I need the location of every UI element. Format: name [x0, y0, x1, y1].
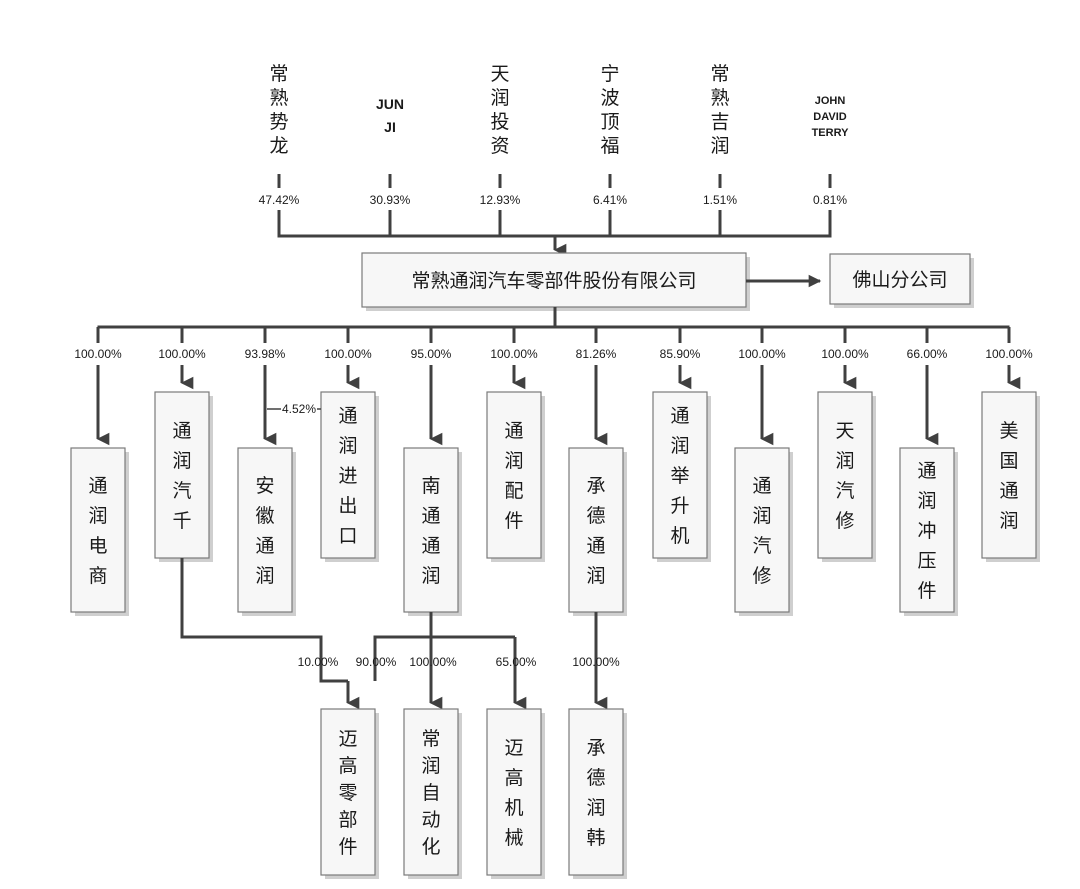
subsidiary-6-label: 通润配件	[504, 420, 523, 532]
subsidiary-12-node: 美国通润	[981, 391, 1040, 562]
subsidiary-8-node: 通润举升机	[652, 391, 711, 562]
subsidiary-pct: 100.00%	[324, 347, 372, 361]
subsidiary-pct: 100.00%	[74, 347, 122, 361]
branch-node: 佛山分公司	[829, 253, 974, 308]
shareholder-pct-jirun: 1.51%	[703, 193, 737, 207]
subsidiary-pct: 95.00%	[411, 347, 452, 361]
subsidiary-5-node: 南通通润	[403, 447, 462, 616]
subsidiary-pct: 100.00%	[738, 347, 786, 361]
second-level-4-box	[568, 708, 624, 876]
shareholder-name-john-line3: TERRY	[812, 127, 850, 139]
second-level-4-label: 承德润韩	[586, 737, 605, 849]
cross-holding: 4.52%	[267, 402, 321, 416]
shareholders-group: 常熟势龙 47.42% JUN JI 30.93% 天润投资 12.93% 宁波…	[259, 63, 850, 257]
shareholder-pct-dingfu: 6.41%	[593, 193, 627, 207]
shareholder-pct-tianrun: 12.93%	[480, 193, 521, 207]
subsidiary-1-box	[70, 447, 126, 613]
second-level-1-node: 迈高零部件	[320, 708, 379, 879]
subsidiary-pct: 100.00%	[821, 347, 869, 361]
link-qiqian-to-maigao	[180, 558, 348, 683]
branch-box	[829, 253, 971, 305]
second-level-group: 迈高零部件 常润自动化 迈高机械 承德润韩	[320, 708, 627, 879]
subsidiary-12-box	[981, 391, 1037, 559]
second-level-1-label: 迈高零部件	[338, 728, 357, 858]
subsidiary-2-box	[154, 391, 210, 559]
cross-holding-pct: 4.52%	[282, 402, 316, 416]
subsidiary-9-box	[734, 447, 790, 613]
subsidiary-6-box	[486, 391, 542, 559]
second-level-3-label: 迈高机械	[504, 737, 523, 849]
subsidiary-11-box	[899, 447, 955, 613]
pct-maigao-from-nantong: 90.00%	[356, 655, 397, 669]
shareholder-name-jun-line2: JI	[384, 119, 396, 135]
subsidiary-9-node: 通润汽修	[734, 447, 793, 616]
subsidiary-9-label: 通润汽修	[752, 475, 771, 587]
subsidiary-11-label: 通润冲压件	[917, 460, 936, 602]
second-level-4-node: 承德润韩	[568, 708, 627, 879]
link-nantong-bus	[373, 635, 515, 681]
second-level-2-label: 常润自动化	[421, 728, 440, 858]
branch-name: 佛山分公司	[852, 269, 947, 291]
subsidiary-pct: 93.98%	[245, 347, 286, 361]
subsidiary-4-label: 通润进出口	[338, 405, 357, 547]
subsidiary-8-box	[652, 391, 708, 559]
second-level-2-node: 常润自动化	[403, 708, 462, 879]
shareholder-name-jirun: 常熟吉润	[710, 63, 729, 157]
subsidiary-pct: 100.00%	[490, 347, 538, 361]
pct-maigao-jixie: 65.00%	[496, 655, 537, 669]
second-level-3-box	[486, 708, 542, 876]
subsidiary-10-box	[817, 391, 873, 559]
second-level-3-node: 迈高机械	[486, 708, 545, 879]
pct-maigao-from-qiqian: 10.00%	[298, 655, 339, 669]
shareholder-name-jun-line1: JUN	[376, 96, 404, 112]
subsidiary-4-node: 通润进出口	[320, 391, 379, 562]
subsidiary-3-label: 安徽通润	[255, 475, 274, 587]
company-node: 常熟通润汽车零部件股份有限公司	[361, 252, 750, 311]
subsidiary-7-label: 承德通润	[586, 475, 605, 587]
subsidiary-10-node: 天润汽修	[817, 391, 876, 562]
subsidiary-pct: 100.00%	[985, 347, 1033, 361]
subsidiary-pct: 85.90%	[660, 347, 701, 361]
company-box	[361, 252, 747, 308]
shareholder-name-shilong: 常熟势龙	[269, 63, 288, 157]
second-level-1-box	[320, 708, 376, 876]
shareholder-name-tianrun: 天润投资	[490, 63, 509, 157]
shareholder-name-john-line2: DAVID	[813, 111, 846, 123]
second-level-2-box	[403, 708, 459, 876]
shareholder-name-john-line1: JOHN	[815, 95, 846, 107]
shareholder-pct-shilong: 47.42%	[259, 193, 300, 207]
subsidiary-8-label: 通润举升机	[670, 405, 689, 547]
second-level-links: 10.00% 90.00% 100.00% 65.00% 100.00%	[180, 558, 620, 710]
subsidiaries-group: 100.00% 通润电商 100.00% 通润汽千 93.98% 安徽通润 100.00% 通…	[70, 327, 1040, 616]
subsidiary-2-label: 通润汽千	[172, 420, 191, 532]
subsidiary-5-label: 南通通润	[421, 475, 440, 587]
subsidiary-10-label: 天润汽修	[835, 420, 854, 532]
subsidiary-11-node: 通润冲压件	[899, 447, 958, 616]
subsidiary-pct: 100.00%	[158, 347, 206, 361]
shareholder-name-dingfu: 宁波顶福	[600, 63, 619, 157]
pct-changrun: 100.00%	[409, 655, 457, 669]
subsidiary-12-label: 美国通润	[999, 420, 1018, 532]
subsidiary-5-box	[403, 447, 459, 613]
subsidiary-1-label: 通润电商	[88, 475, 107, 587]
subsidiary-pct: 81.26%	[576, 347, 617, 361]
company-name: 常熟通润汽车零部件股份有限公司	[411, 270, 696, 292]
shareholder-pct-junji: 30.93%	[370, 193, 411, 207]
subsidiary-7-box	[568, 447, 624, 613]
subsidiary-3-box	[237, 447, 293, 613]
subsidiary-3-node: 安徽通润	[237, 447, 296, 616]
subsidiary-7-node: 承德通润	[568, 447, 627, 616]
pct-chengde-runhan: 100.00%	[572, 655, 620, 669]
subsidiary-pct: 66.00%	[907, 347, 948, 361]
shareholder-pct-terry: 0.81%	[813, 193, 847, 207]
subsidiary-1-node: 通润电商	[70, 447, 129, 616]
subsidiary-4-box	[320, 391, 376, 559]
subsidiary-6-node: 通润配件	[486, 391, 545, 562]
subsidiary-2-node: 通润汽千	[154, 391, 213, 562]
